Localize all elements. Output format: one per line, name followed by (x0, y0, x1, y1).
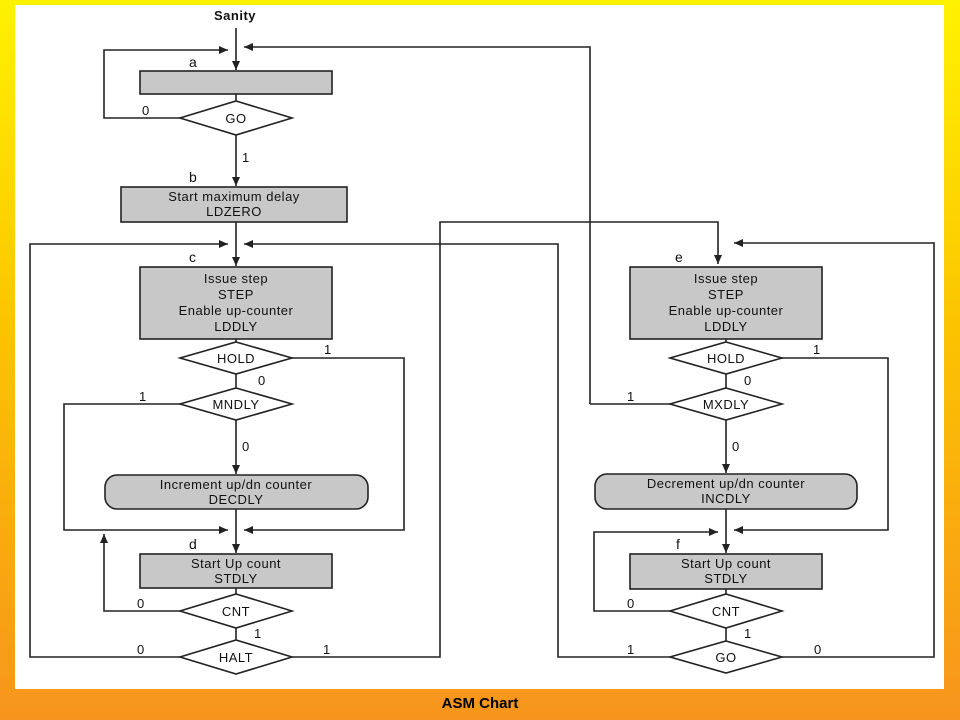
halt-false-value: 0 (137, 642, 144, 657)
state-label-f: f (676, 536, 680, 552)
decision-mndly-label: MNDLY (212, 397, 259, 412)
decision-halt (177, 639, 295, 675)
state-e-line3: Enable up-counter (669, 303, 784, 318)
state-c-line3: Enable up-counter (179, 303, 294, 318)
cnt-left-false-value: 0 (137, 596, 144, 611)
state-label-a: a (189, 54, 197, 70)
go-top-false-value: 0 (142, 103, 149, 118)
state-d-line1: Start Up count (191, 556, 281, 571)
slide-caption: ASM Chart (441, 695, 519, 712)
state-d-box (139, 553, 333, 589)
entry-label: Sanity (214, 8, 256, 23)
state-e-line4: LDDLY (704, 319, 747, 334)
state-e-box (629, 266, 823, 340)
conditional-incdly-line2: INCDLY (701, 491, 751, 506)
mxdly-true-value: 1 (627, 389, 634, 404)
conditional-decdly-line1: Increment up/dn counter (160, 477, 313, 492)
cnt-left-true-value: 1 (254, 626, 261, 641)
state-e-line1: Issue step (694, 271, 758, 286)
state-b-line2: LDZERO (206, 204, 262, 219)
state-b-line1: Start maximum delay (168, 189, 300, 204)
conditional-decdly-line2: DECDLY (209, 492, 264, 507)
state-label-c: c (189, 249, 196, 265)
state-f-box (629, 553, 823, 590)
decision-cnt-left (177, 593, 295, 629)
decision-mndly (177, 387, 295, 421)
mndly-false-value: 0 (242, 439, 249, 454)
conditional-decdly-box (104, 474, 369, 510)
decision-go-bottom-label: GO (715, 650, 736, 665)
state-b-box (120, 186, 348, 223)
cnt-right-true-value: 1 (744, 626, 751, 641)
state-d-line2: STDLY (214, 571, 257, 586)
state-e-line2: STEP (708, 287, 744, 302)
decision-go-top-label: GO (225, 111, 246, 126)
state-a-box (139, 70, 333, 95)
decision-hold-left-label: HOLD (217, 351, 255, 366)
decision-hold-right (667, 341, 785, 375)
go-bottom-false-value: 0 (814, 642, 821, 657)
decision-go-bottom (667, 640, 785, 674)
state-boxes: Start maximum delay LDZERO Issue step ST… (104, 70, 858, 590)
asm-chart-diagram: Start maximum delay LDZERO Issue step ST… (29, 8, 935, 675)
state-c-box (139, 266, 333, 340)
cnt-right-false-value: 0 (627, 596, 634, 611)
conditional-incdly-line1: Decrement up/dn counter (647, 476, 805, 491)
state-label-e: e (675, 249, 683, 265)
hold-right-false-value: 0 (744, 373, 751, 388)
state-label-d: d (189, 536, 197, 552)
conditional-incdly-box (594, 473, 858, 510)
go-bottom-true-value: 1 (627, 642, 634, 657)
decision-cnt-left-label: CNT (222, 604, 250, 619)
halt-true-value: 1 (323, 642, 330, 657)
decision-go-top (177, 100, 295, 136)
decision-halt-label: HALT (219, 650, 253, 665)
hold-left-false-value: 0 (258, 373, 265, 388)
decision-hold-left (177, 341, 295, 375)
decision-cnt-right (667, 593, 785, 629)
state-f-line1: Start Up count (681, 556, 771, 571)
state-label-b: b (189, 169, 197, 185)
state-c-line4: LDDLY (214, 319, 257, 334)
state-f-line2: STDLY (704, 571, 747, 586)
decision-diamonds: GO HOLD MNDLY CNT HALT HOLD MXDLY CNT GO (177, 100, 785, 675)
mndly-true-value: 1 (139, 389, 146, 404)
go-top-true-value: 1 (242, 150, 249, 165)
hold-left-true-value: 1 (324, 342, 331, 357)
text-labels: Sanity a b c d e f 0 1 1 0 1 0 0 1 0 1 1… (137, 8, 821, 657)
decision-mxdly-label: MXDLY (703, 397, 749, 412)
state-c-line2: STEP (218, 287, 254, 302)
hold-right-true-value: 1 (813, 342, 820, 357)
state-c-line1: Issue step (204, 271, 268, 286)
mxdly-false-value: 0 (732, 439, 739, 454)
decision-mxdly (667, 387, 785, 421)
decision-cnt-right-label: CNT (712, 604, 740, 619)
decision-hold-right-label: HOLD (707, 351, 745, 366)
connection-lines (29, 28, 935, 658)
